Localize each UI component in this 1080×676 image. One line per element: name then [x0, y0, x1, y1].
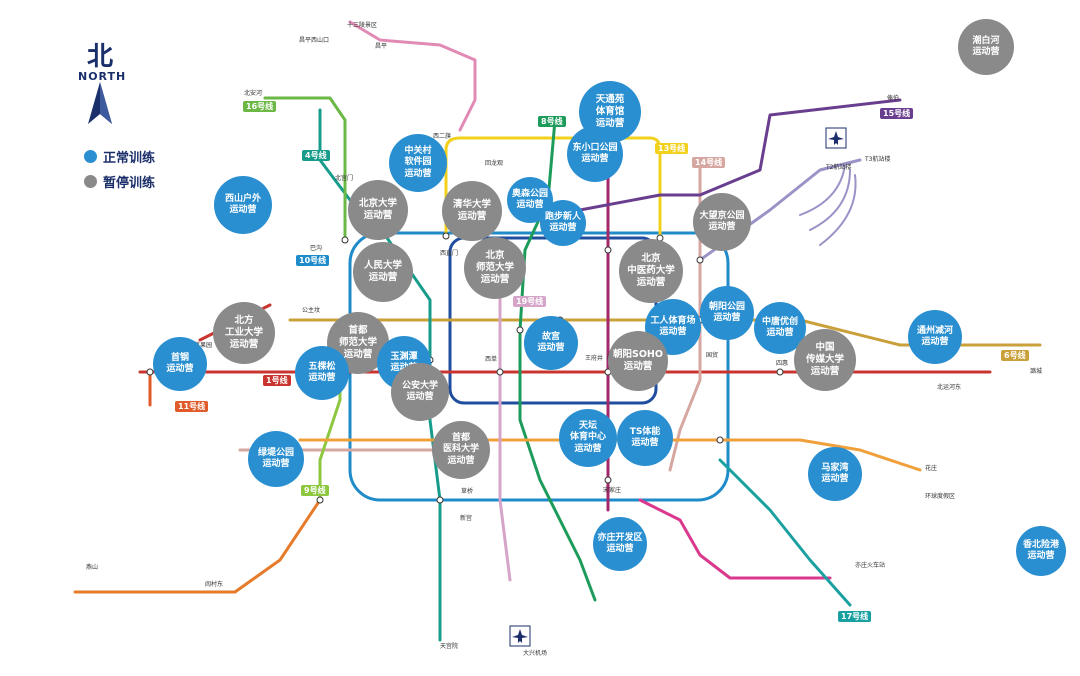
- legend-label-paused: 暂停训练: [103, 176, 156, 191]
- camp-bubble: 东小口公园 运动营: [567, 126, 623, 182]
- station-label: 王府井: [585, 355, 604, 362]
- station-label: 北安河: [244, 90, 263, 97]
- legend-item-normal: 正常训练: [84, 147, 155, 166]
- line-badge: 14号线: [692, 157, 726, 168]
- airport-icon-daxing: [509, 625, 531, 647]
- station-label: 昌平西山口: [299, 37, 330, 44]
- station-label: 环球度假区: [925, 493, 956, 500]
- station-label: 宋家庄: [603, 487, 622, 494]
- camp-bubble: 五棵松 运动营: [295, 346, 349, 400]
- station-label: 俸伯: [887, 95, 900, 102]
- station-label: 阎村东: [205, 581, 224, 588]
- station-label: 苹果园: [194, 342, 213, 349]
- station-label: 亦庄火车站: [855, 562, 886, 569]
- camp-bubble: 香北险港 运动营: [1016, 526, 1066, 576]
- camp-bubble: 西山户外 运动营: [214, 176, 272, 234]
- camp-bubble: 朝阳SOHO 运动营: [608, 331, 668, 391]
- camp-bubble: 潮白河 运动营: [958, 19, 1014, 75]
- camp-bubble: 绿堤公园 运动营: [248, 431, 304, 487]
- station-label: T3航站楼: [865, 156, 891, 163]
- station-label: 北运河东: [937, 384, 962, 391]
- camp-bubble: 天坛 体育中心 运动营: [559, 409, 617, 467]
- camp-bubble: 中关村 软件园 运动营: [389, 134, 447, 192]
- legend-dot-normal: [84, 150, 97, 163]
- camp-bubble: 大望京公园 运动营: [693, 193, 751, 251]
- camp-bubble: TS体能 运动营: [617, 410, 673, 466]
- line-badge: 19号线: [513, 296, 547, 307]
- camp-bubble: 北京 中医药大学 运动营: [619, 239, 683, 303]
- station-label: 天宫院: [440, 643, 459, 650]
- line-badge: 1号线: [263, 375, 291, 386]
- line-badge: 4号线: [302, 150, 330, 161]
- legend-dot-paused: [84, 175, 97, 188]
- station-label: 西二旗: [433, 133, 452, 140]
- line-badge: 6号线: [1001, 350, 1029, 361]
- compass: 北 NORTH: [78, 42, 127, 83]
- station-label: 国贸: [706, 352, 719, 359]
- camp-bubble: 清华大学 运动营: [442, 181, 502, 241]
- line-badge: 17号线: [838, 611, 872, 622]
- line-badge: 13号线: [655, 143, 689, 154]
- station-label: 四惠: [776, 360, 789, 367]
- station-label: T2航站楼: [826, 164, 852, 171]
- station-label: 大兴机场: [523, 650, 548, 657]
- line-badge: 16号线: [243, 101, 277, 112]
- camp-bubble: 马家湾 运动营: [808, 447, 862, 501]
- camp-bubble: 公安大学 运动营: [391, 363, 449, 421]
- station-label: 草桥: [461, 488, 474, 495]
- camp-bubble: 首都 医科大学 运动营: [432, 421, 490, 479]
- line-badge: 8号线: [538, 116, 566, 127]
- camp-bubble: 首钢 运动营: [153, 337, 207, 391]
- camp-bubble: 北京大学 运动营: [348, 180, 408, 240]
- camp-bubble: 中国 传媒大学 运动营: [794, 329, 856, 391]
- legend: 正常训练 暂停训练: [84, 147, 155, 197]
- airport-icon-capital: [825, 127, 847, 149]
- camp-bubble: 北京 师范大学 运动营: [464, 237, 526, 299]
- station-label: 十三陵景区: [347, 22, 378, 29]
- line-badge: 11号线: [175, 401, 209, 412]
- camp-bubble: 北方 工业大学 运动营: [213, 302, 275, 364]
- station-label: 西直门: [440, 250, 459, 257]
- station-label: 西单: [485, 356, 498, 363]
- station-label: 花庄: [925, 465, 938, 472]
- station-label: 潞城: [1030, 368, 1043, 375]
- legend-label-normal: 正常训练: [103, 151, 156, 166]
- line-badge: 10号线: [296, 255, 330, 266]
- camp-bubble: 朝阳公园 运动营: [700, 286, 754, 340]
- camp-bubble: 通州减河 运动营: [908, 310, 962, 364]
- north-arrow-icon: [88, 82, 112, 124]
- camp-bubble: 人民大学 运动营: [353, 242, 413, 302]
- station-label: 公主坟: [302, 307, 321, 314]
- station-label: 新宫: [460, 515, 473, 522]
- station-label: 巴沟: [310, 245, 323, 252]
- station-label: 北宫门: [335, 175, 354, 182]
- compass-north-en: NORTH: [78, 70, 127, 83]
- camp-bubble: 故宫 运动营: [524, 316, 578, 370]
- line-badge: 15号线: [880, 108, 914, 119]
- compass-north-cn: 北: [86, 42, 113, 72]
- camp-bubble: 跑步新人 运动营: [540, 200, 586, 246]
- legend-item-paused: 暂停训练: [84, 172, 155, 191]
- camp-bubble: 亦庄开发区 运动营: [593, 517, 647, 571]
- station-label: 燕山: [86, 564, 99, 571]
- station-label: 回龙观: [485, 160, 504, 167]
- station-label: 昌平: [375, 43, 388, 50]
- line-badge: 9号线: [301, 485, 329, 496]
